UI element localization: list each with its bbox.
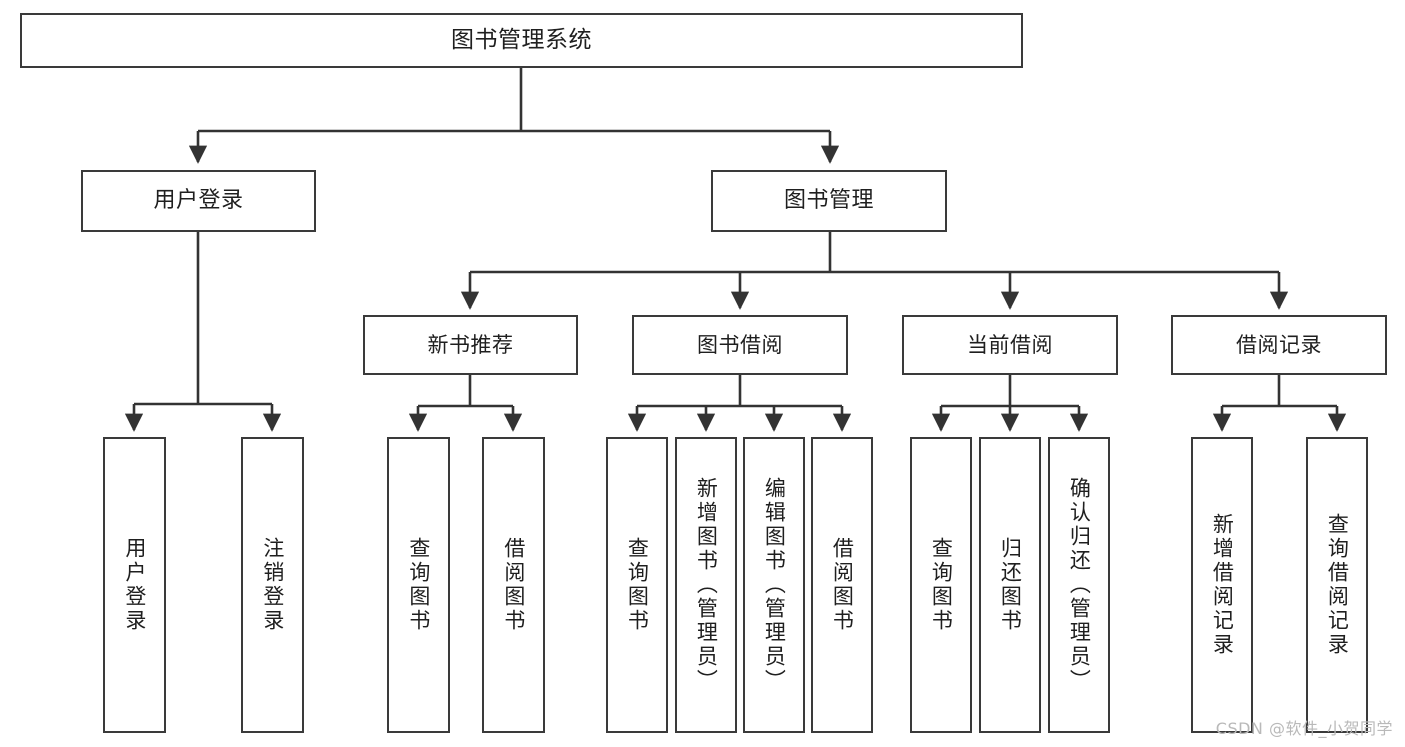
node-label: 编辑图书（管理员） xyxy=(762,477,787,693)
node-label: 查询图书 xyxy=(929,537,954,633)
node-label: 借阅图书 xyxy=(501,537,526,633)
node-leaf-user-login[interactable]: 用户登录 xyxy=(103,437,166,733)
node-label: 查询借阅记录 xyxy=(1325,513,1350,657)
node-label: 借阅图书 xyxy=(830,537,855,633)
node-leaf-edit-book[interactable]: 编辑图书（管理员） xyxy=(743,437,805,733)
node-label: 查询图书 xyxy=(406,537,431,633)
node-borrow-record[interactable]: 借阅记录 xyxy=(1171,315,1387,375)
node-current-borrow[interactable]: 当前借阅 xyxy=(902,315,1118,375)
node-label: 新增借阅记录 xyxy=(1210,513,1235,657)
node-leaf-borrow-book-1[interactable]: 借阅图书 xyxy=(482,437,545,733)
node-user-login[interactable]: 用户登录 xyxy=(81,170,316,232)
node-new-book-recommend[interactable]: 新书推荐 xyxy=(363,315,578,375)
node-label: 当前借阅 xyxy=(967,332,1053,357)
node-label: 借阅记录 xyxy=(1236,332,1322,357)
node-leaf-logout-login[interactable]: 注销登录 xyxy=(241,437,304,733)
node-label: 新书推荐 xyxy=(427,332,514,357)
node-book-manage[interactable]: 图书管理 xyxy=(711,170,947,232)
node-root-system[interactable]: 图书管理系统 xyxy=(20,13,1023,68)
node-label: 归还图书 xyxy=(998,537,1023,633)
node-label: 查询图书 xyxy=(625,537,650,633)
node-leaf-confirm-return[interactable]: 确认归还（管理员） xyxy=(1048,437,1110,733)
node-label: 图书借阅 xyxy=(697,332,783,357)
node-label: 用户登录 xyxy=(122,537,147,633)
node-leaf-add-record[interactable]: 新增借阅记录 xyxy=(1191,437,1253,733)
node-leaf-add-book[interactable]: 新增图书（管理员） xyxy=(675,437,737,733)
node-label: 用户登录 xyxy=(153,188,244,213)
node-leaf-borrow-book-2[interactable]: 借阅图书 xyxy=(811,437,873,733)
node-leaf-query-book-2[interactable]: 查询图书 xyxy=(606,437,668,733)
node-label: 新增图书（管理员） xyxy=(694,477,719,693)
node-label: 注销登录 xyxy=(260,537,285,633)
node-label: 确认归还（管理员） xyxy=(1067,477,1092,693)
node-leaf-query-book-3[interactable]: 查询图书 xyxy=(910,437,972,733)
node-label: 图书管理 xyxy=(783,188,874,213)
node-label: 图书管理系统 xyxy=(451,27,592,53)
node-leaf-return-book[interactable]: 归还图书 xyxy=(979,437,1041,733)
node-leaf-query-book-1[interactable]: 查询图书 xyxy=(387,437,450,733)
node-leaf-query-record[interactable]: 查询借阅记录 xyxy=(1306,437,1368,733)
node-book-borrow[interactable]: 图书借阅 xyxy=(632,315,848,375)
